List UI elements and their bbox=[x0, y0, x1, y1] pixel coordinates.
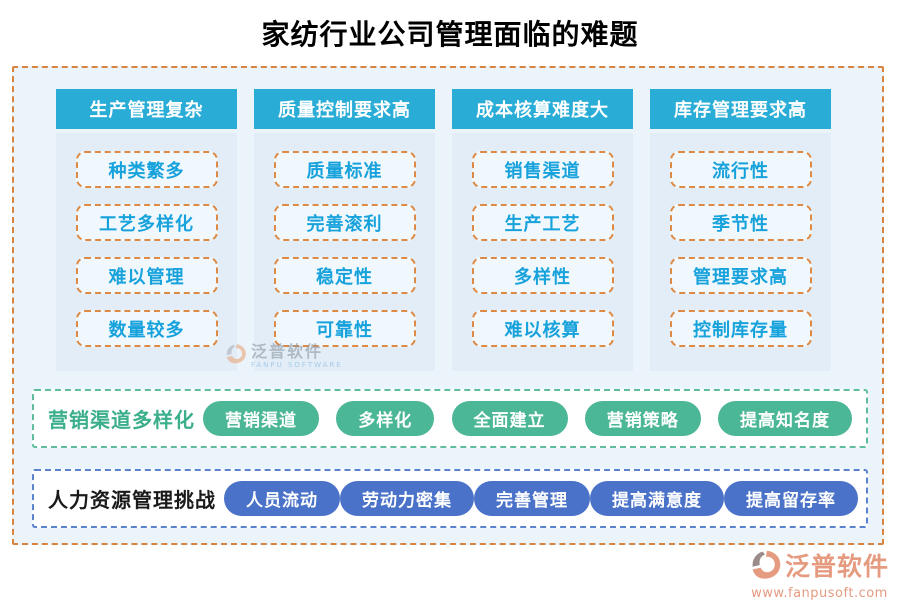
pill-group: 人员流动 劳动力密集 完善管理 提高满意度 提高留存率 bbox=[224, 481, 858, 516]
pill: 多样化 bbox=[336, 401, 435, 436]
challenge-item: 管理要求高 bbox=[669, 257, 812, 294]
pill: 营销策略 bbox=[584, 401, 701, 436]
pill-group: 营销渠道 多样化 全面建立 营销策略 提高知名度 bbox=[203, 401, 852, 436]
column-panel: 质量标准 完善滚利 稳定性 可靠性 bbox=[254, 133, 435, 371]
pill: 劳动力密集 bbox=[340, 481, 474, 516]
challenge-item: 种类繁多 bbox=[75, 151, 218, 188]
column-header: 生产管理复杂 bbox=[56, 89, 237, 129]
column-quality: 质量控制要求高 质量标准 完善滚利 稳定性 可靠性 bbox=[254, 89, 435, 371]
column-header: 库存管理要求高 bbox=[650, 89, 831, 129]
band-label: 人力资源管理挑战 bbox=[48, 488, 216, 512]
pill: 营销渠道 bbox=[203, 401, 319, 436]
pill: 全面建立 bbox=[451, 401, 568, 436]
pill: 人员流动 bbox=[224, 481, 340, 516]
challenge-item: 流行性 bbox=[669, 151, 812, 188]
challenge-columns: 生产管理复杂 种类繁多 工艺多样化 难以管理 数量较多 质量控制要求高 质量标准… bbox=[56, 89, 831, 371]
challenge-item: 工艺多样化 bbox=[75, 204, 218, 241]
challenge-item: 难以管理 bbox=[75, 257, 218, 294]
diagram-container: 生产管理复杂 种类繁多 工艺多样化 难以管理 数量较多 质量控制要求高 质量标准… bbox=[12, 66, 884, 545]
challenge-item: 数量较多 bbox=[75, 310, 218, 347]
pill: 提高满意度 bbox=[590, 481, 724, 516]
band-label: 营销渠道多样化 bbox=[48, 408, 195, 432]
column-production: 生产管理复杂 种类繁多 工艺多样化 难以管理 数量较多 bbox=[56, 89, 237, 371]
column-panel: 种类繁多 工艺多样化 难以管理 数量较多 bbox=[56, 133, 237, 371]
hr-band: 人力资源管理挑战 人员流动 劳动力密集 完善管理 提高满意度 提高留存率 bbox=[32, 469, 868, 528]
challenge-item: 销售渠道 bbox=[471, 151, 614, 188]
logo-url[interactable]: www.fanpusoft.com bbox=[751, 586, 888, 601]
logo-text: 泛普软件 bbox=[785, 552, 890, 581]
page-title: 家纺行业公司管理面临的难题 bbox=[261, 18, 639, 51]
challenge-item: 季节性 bbox=[669, 204, 812, 241]
challenge-item: 难以核算 bbox=[471, 310, 614, 347]
column-header: 成本核算难度大 bbox=[452, 89, 633, 129]
column-header: 质量控制要求高 bbox=[254, 89, 435, 129]
challenge-item: 生产工艺 bbox=[471, 204, 614, 241]
column-panel: 流行性 季节性 管理要求高 控制库存量 bbox=[650, 133, 831, 371]
challenge-item: 控制库存量 bbox=[669, 310, 812, 347]
pill: 提高知名度 bbox=[718, 401, 852, 436]
column-panel: 销售渠道 生产工艺 多样性 难以核算 bbox=[452, 133, 633, 371]
marketing-band: 营销渠道多样化 营销渠道 多样化 全面建立 营销策略 提高知名度 bbox=[32, 389, 868, 448]
column-inventory: 库存管理要求高 流行性 季节性 管理要求高 控制库存量 bbox=[650, 89, 831, 371]
pill: 完善管理 bbox=[474, 481, 590, 516]
challenge-item: 可靠性 bbox=[273, 310, 416, 347]
column-cost: 成本核算难度大 销售渠道 生产工艺 多样性 难以核算 bbox=[452, 89, 633, 371]
challenge-item: 完善滚利 bbox=[273, 204, 416, 241]
pill: 提高留存率 bbox=[724, 481, 858, 516]
challenge-item: 多样性 bbox=[471, 257, 614, 294]
fanpu-logo: 泛普软件 www.fanpusoft.com bbox=[750, 549, 889, 600]
challenge-item: 稳定性 bbox=[273, 257, 416, 294]
challenge-item: 质量标准 bbox=[273, 151, 416, 188]
fanpu-logo-icon bbox=[750, 549, 782, 584]
